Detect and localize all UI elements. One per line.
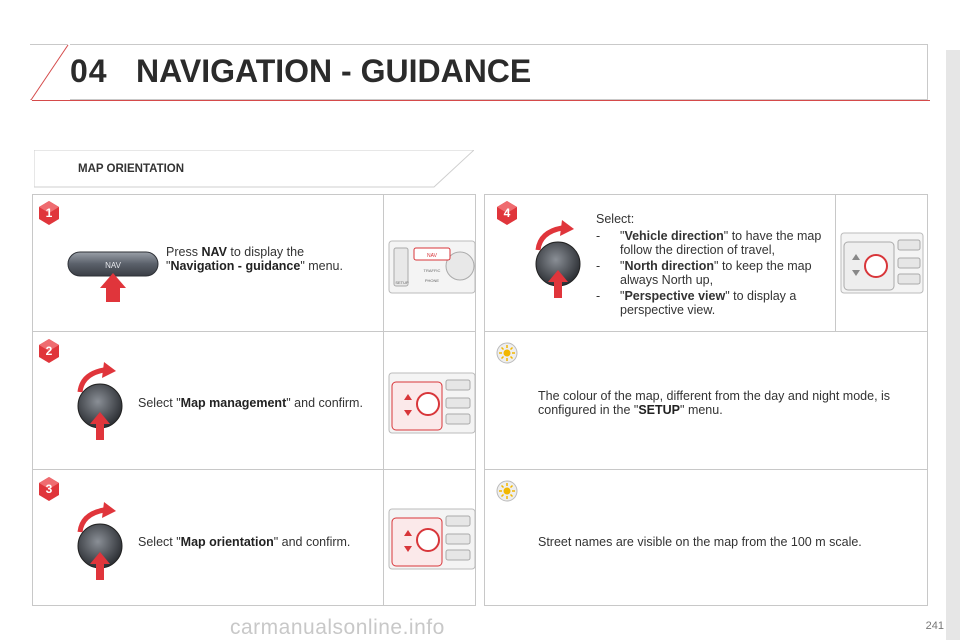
option-vehicle-direction: - "Vehicle direction" to have the map fo… xyxy=(596,229,822,257)
header-corner-decoration xyxy=(30,44,70,101)
svg-text:NAV: NAV xyxy=(427,253,438,259)
nav-key: NAV xyxy=(201,245,227,259)
divider xyxy=(835,194,836,331)
dashboard-knob-illustration xyxy=(388,508,476,570)
step-1-bubble: 1 xyxy=(39,201,59,225)
step-4-intro: Select: xyxy=(596,212,635,226)
rotary-knob-icon xyxy=(77,502,123,580)
divider xyxy=(383,194,384,606)
divider xyxy=(32,331,476,332)
page-number: 241 xyxy=(925,620,944,632)
page-title: NAVIGATION - GUIDANCE xyxy=(136,53,532,89)
step-1-text: Press NAV to display the "Navigation - g… xyxy=(166,245,343,273)
header-frame xyxy=(30,44,928,100)
step-2-bubble: 2 xyxy=(39,339,59,363)
divider xyxy=(484,469,928,470)
nav-button-label: NAV xyxy=(105,261,122,270)
svg-text:SETUP: SETUP xyxy=(395,280,409,285)
tip-lightbulb-icon xyxy=(496,342,518,364)
tip-lightbulb-icon xyxy=(496,480,518,502)
header-underline xyxy=(32,100,930,101)
side-margin-tab xyxy=(946,50,960,640)
step-3-text: Select "Map orientation" and confirm. xyxy=(138,535,351,549)
step-1-number: 1 xyxy=(46,206,53,220)
chapter-number: 04 xyxy=(70,53,108,89)
rotary-knob-icon xyxy=(535,220,581,298)
tip-map-colour: The colour of the map, different from th… xyxy=(538,389,891,417)
step-4-number: 4 xyxy=(504,206,511,220)
dashboard-knob-illustration xyxy=(388,372,476,434)
step-2-number: 2 xyxy=(46,344,53,358)
dashboard-knob-illustration xyxy=(840,232,924,294)
option-perspective-view: - "Perspective view" to display a perspe… xyxy=(596,289,797,317)
dashboard-nav-illustration: NAV TRAFFIC PHONE SETUP xyxy=(388,240,476,294)
divider xyxy=(484,331,928,332)
watermark: carmanualsonline.info xyxy=(230,616,445,639)
step-3-number: 3 xyxy=(46,482,53,496)
svg-text:TRAFFIC: TRAFFIC xyxy=(424,268,441,273)
section-title: MAP ORIENTATION xyxy=(78,163,185,175)
rotary-knob-icon xyxy=(77,362,123,440)
divider xyxy=(32,469,476,470)
nav-button-illustration: NAV xyxy=(67,251,159,302)
option-north-direction: - "North direction" to keep the map alwa… xyxy=(596,259,812,287)
step-4-bubble: 4 xyxy=(497,201,517,225)
tip-street-names: Street names are visible on the map from… xyxy=(538,535,862,549)
section-tab-shape xyxy=(34,150,474,188)
svg-text:PHONE: PHONE xyxy=(425,278,440,283)
step-2-text: Select "Map management" and confirm. xyxy=(138,396,363,410)
step-3-bubble: 3 xyxy=(39,477,59,501)
